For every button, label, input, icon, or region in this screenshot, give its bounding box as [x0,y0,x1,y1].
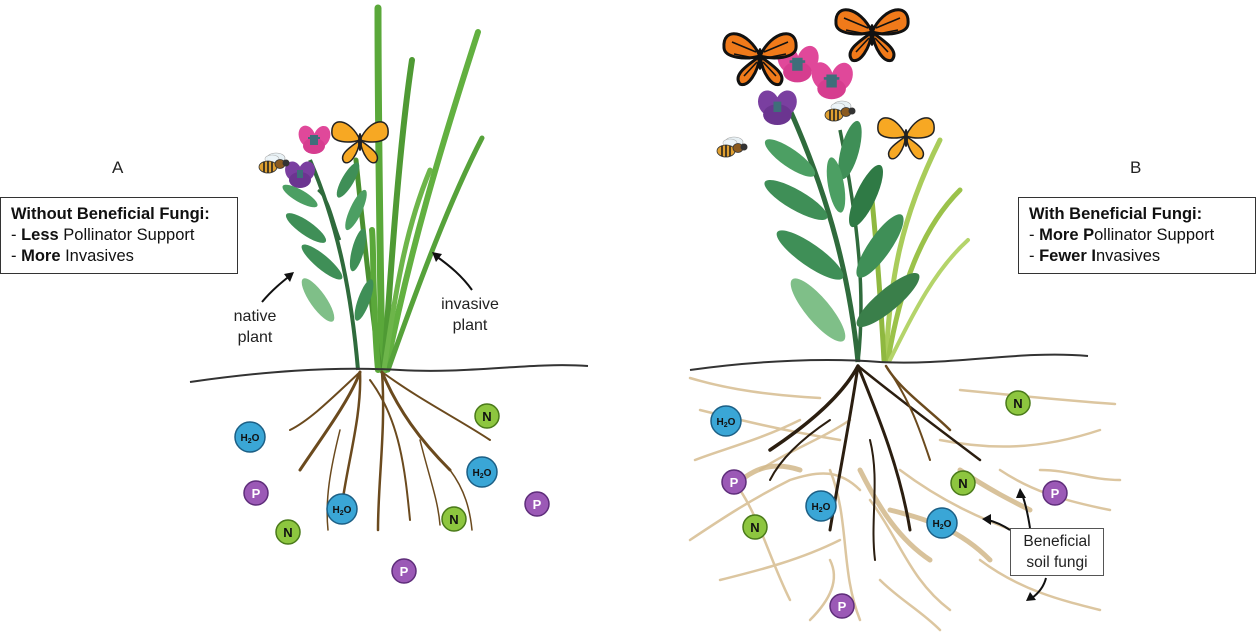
bee-icon [716,136,749,158]
nitrogen-icon [950,470,976,496]
phosphorus-label-b2: P [1051,486,1060,501]
phosphorus-icon [243,480,269,506]
nitrogen-label-a1: N [482,409,491,424]
nutrients-a: H2O H2O H2O N N N P P P [234,403,550,584]
info-box-b-title: With Beneficial Fungi: [1029,205,1203,223]
water-label-b1: H2O [717,417,736,429]
invasive-plant-a [353,4,485,374]
nitrogen-label-a2: N [283,525,292,540]
phosphorus-icon [391,558,417,584]
nitrogen-label-b2: N [958,476,967,491]
invasive-plant-label: invasive plant [441,296,499,334]
panel-b-letter: B [1130,158,1142,177]
water-icon [710,405,742,437]
water-label-b2: H2O [812,502,831,514]
phosphorus-label-a3: P [400,564,409,579]
water-label-a3: H2O [473,468,492,480]
bee-icon [824,100,857,122]
water-label-b3: H2O [933,519,952,531]
info-box-a: Without Beneficial Fungi: - Less Pollina… [0,197,238,274]
monarch-butterfly-icon [834,8,910,63]
panel-a-letter: A [112,158,124,177]
info-box-a-line-1: - Less Pollinator Support [11,226,195,244]
phosphorus-icon [1042,480,1068,506]
phosphorus-icon [524,491,550,517]
water-icon [234,421,266,453]
ground-line-a [189,364,589,383]
fungi-network [688,376,1122,632]
nitrogen-label-a3: N [449,512,458,527]
native-plant-b [754,41,920,363]
nitrogen-icon [275,519,301,545]
native-plant-label: native plant [233,308,277,346]
nutrients-b: H2O H2O H2O N N N P P P [710,390,1068,619]
water-label-a1: H2O [241,433,260,445]
water-icon [326,493,358,525]
native-plant-a [282,122,374,371]
nitrogen-label-b1: N [1013,396,1022,411]
roots-a [289,370,491,532]
info-box-a-title: Without Beneficial Fungi: [11,205,210,223]
nitrogen-icon [441,506,467,532]
nitrogen-icon [742,514,768,540]
roots-b [768,364,982,561]
info-box-b-line-2: - Fewer Invasives [1029,247,1161,265]
water-icon [926,507,958,539]
nitrogen-icon [1005,390,1031,416]
nitrogen-label-b3: N [750,520,759,535]
bee-icon [258,152,291,174]
info-box-b-line-1: - More Pollinator Support [1029,226,1215,244]
info-box-a-line-2: - More Invasives [11,247,134,265]
ground-line-b [689,353,1089,371]
info-box-b: With Beneficial Fungi: - More Pollinator… [1018,197,1256,274]
phosphorus-label-a1: P [252,486,261,501]
water-icon [466,456,498,488]
butterfly-icon [877,117,935,160]
panel-a-illustration [189,4,589,532]
phosphorus-label-a2: P [533,497,542,512]
invasive-plant-b [869,137,970,363]
phosphorus-label-b3: P [838,599,847,614]
phosphorus-icon [829,593,855,619]
phosphorus-icon [721,469,747,495]
phosphorus-label-b1: P [730,475,739,490]
nitrogen-icon [474,403,500,429]
fungi-label-box: Beneficial soil fungi [1010,528,1104,576]
water-icon [805,490,837,522]
water-label-a2: H2O [333,505,352,517]
